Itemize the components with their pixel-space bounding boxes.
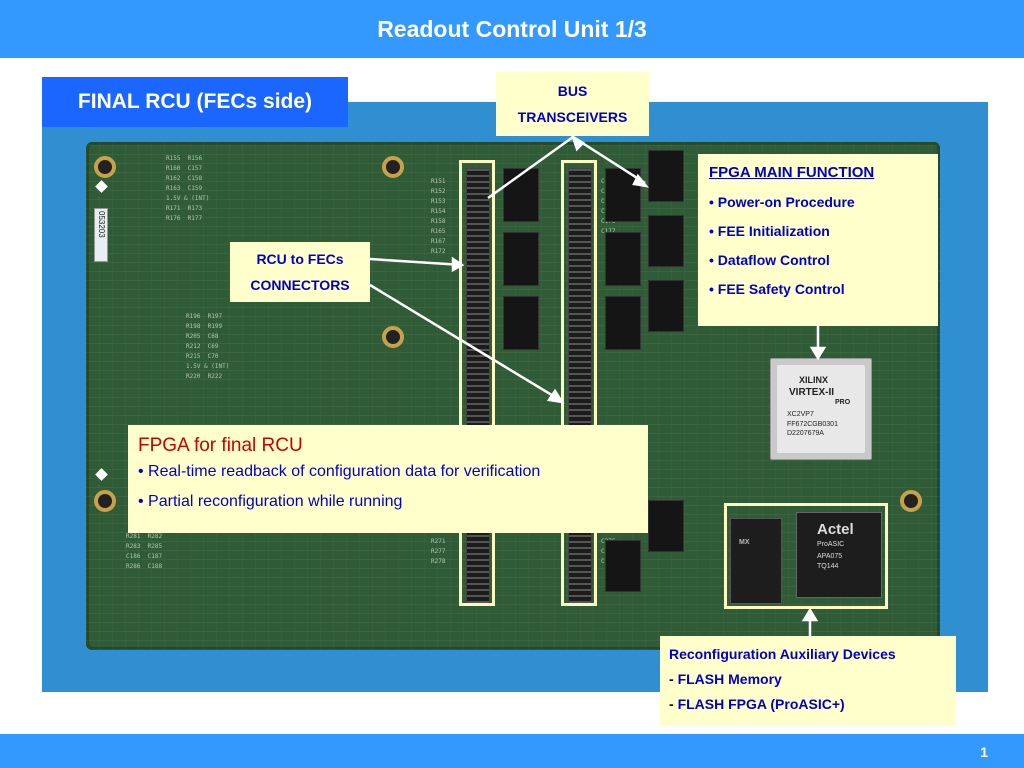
silkscreen-left-lower: R196 R197 R198 R199 R205 C68 R212 C69 R2… xyxy=(186,313,230,380)
footer-bar: 1 xyxy=(0,734,1024,768)
serial-sticker: 053203 xyxy=(94,208,108,262)
fpga-lot: D2207679A xyxy=(787,430,824,437)
reconfig-dash: - xyxy=(669,696,678,712)
fpga-final-item: • Real-time readback of configuration da… xyxy=(138,463,541,480)
bus-transceiver-chip xyxy=(646,500,686,552)
reconfig-item: - FLASH Memory xyxy=(669,671,956,687)
mounting-hole xyxy=(900,490,922,512)
bus-transceiver-chip xyxy=(501,232,541,286)
actel-proasic-chip: Actel ProASIC APA075 TQ144 xyxy=(796,512,882,598)
bus-transceiver-chip xyxy=(603,232,643,286)
bus-callout-line1: BUS xyxy=(557,83,588,99)
silkscreen-mid: R151 R152 R153 R154 R158 R165 R167 R172 xyxy=(431,178,446,255)
bus-transceivers-callout: BUS TRANSCEIVERS xyxy=(496,72,649,136)
mounting-hole xyxy=(382,156,404,178)
aux-devices-highlight xyxy=(724,503,888,609)
fpga-final-heading: FPGA for final RCU xyxy=(138,435,303,456)
arrow-head xyxy=(546,388,565,404)
arrow-head xyxy=(570,134,586,152)
actel-brand: Actel xyxy=(817,521,854,538)
arrow-head xyxy=(632,173,650,188)
fpga-final-rcu-callout: FPGA for final RCU • Real-time readback … xyxy=(128,425,648,533)
fpga-main-function-callout: FPGA MAIN FUNCTION • Power-on Procedure … xyxy=(698,154,938,326)
arrow-line xyxy=(369,257,463,267)
reconfig-item-text: FLASH Memory xyxy=(677,671,782,687)
arrow-head xyxy=(801,607,819,622)
arrow-head xyxy=(451,256,465,273)
fpga-die: XILINX VIRTEX-II PRO XC2VP7 FF672CGB0301… xyxy=(777,365,865,453)
fpga-main-item: • FEE Initialization xyxy=(709,223,830,239)
rcu-callout-line1: RCU to FECs xyxy=(256,251,344,267)
fpga-part: XC2VP7 xyxy=(787,411,814,418)
fpga-final-item: • Partial reconfiguration while running xyxy=(138,493,403,510)
fpga-brand: XILINX xyxy=(799,375,829,385)
fpga-main-heading: FPGA MAIN FUNCTION xyxy=(709,164,875,181)
rcu-connectors-callout: RCU to FECs CONNECTORS xyxy=(230,242,370,302)
arrow-line xyxy=(487,135,574,200)
silkscreen-bottom-left: R281 R282 R283 R285 C186 C187 R286 C188 xyxy=(126,533,163,570)
fpga-main-item: • Power-on Procedure xyxy=(709,194,855,210)
bus-transceiver-chip xyxy=(501,168,541,222)
reconfig-item-text: FLASH FPGA (ProASIC+) xyxy=(677,696,845,712)
bus-transceiver-chip xyxy=(646,280,686,332)
page-number: 1 xyxy=(980,744,988,760)
slide-title: Readout Control Unit 1/3 xyxy=(0,0,1024,58)
arrow-head xyxy=(809,346,827,361)
mounting-hole xyxy=(94,490,116,512)
bus-transceiver-chip xyxy=(501,296,541,350)
fpga-main-item: • Dataflow Control xyxy=(709,252,830,268)
bus-transceiver-chip xyxy=(646,215,686,267)
connector-highlight-right xyxy=(561,160,597,606)
actel-package: TQ144 xyxy=(817,563,839,570)
fpga-main-item: • FEE Safety Control xyxy=(709,281,845,297)
bus-transceiver-chip xyxy=(603,296,643,350)
flash-brand: MX xyxy=(739,539,750,546)
reconfig-heading: Reconfiguration Auxiliary Devices xyxy=(669,646,896,662)
arrow-line xyxy=(572,135,646,185)
reconfig-item: - FLASH FPGA (ProASIC+) xyxy=(669,696,956,712)
virtex-fpga-chip: XILINX VIRTEX-II PRO XC2VP7 FF672CGB0301… xyxy=(770,358,872,460)
arrow-line xyxy=(369,283,561,402)
connector-highlight-left xyxy=(459,160,495,606)
mounting-hole xyxy=(382,326,404,348)
fpga-code: FF672CGB0301 xyxy=(787,421,838,428)
reconfiguration-devices-callout: Reconfiguration Auxiliary Devices - FLAS… xyxy=(660,636,956,726)
bus-transceiver-chip xyxy=(603,540,643,592)
fpga-family: VIRTEX-II xyxy=(789,387,835,398)
reconfig-dash: - xyxy=(669,671,678,687)
actel-part: APA075 xyxy=(817,553,843,560)
bus-transceiver-chip xyxy=(646,150,686,202)
mounting-hole xyxy=(94,156,116,178)
rcu-callout-line2: CONNECTORS xyxy=(250,277,350,293)
bus-callout-line2: TRANSCEIVERS xyxy=(517,109,628,125)
slide-label: FINAL RCU (FECs side) xyxy=(42,77,348,127)
fpga-sub: PRO xyxy=(835,399,851,406)
flash-memory-chip: MX xyxy=(730,518,782,604)
actel-family: ProASIC xyxy=(817,541,845,548)
silkscreen-left: R155 R156 R160 C157 R162 C158 R163 C159 … xyxy=(166,155,210,222)
